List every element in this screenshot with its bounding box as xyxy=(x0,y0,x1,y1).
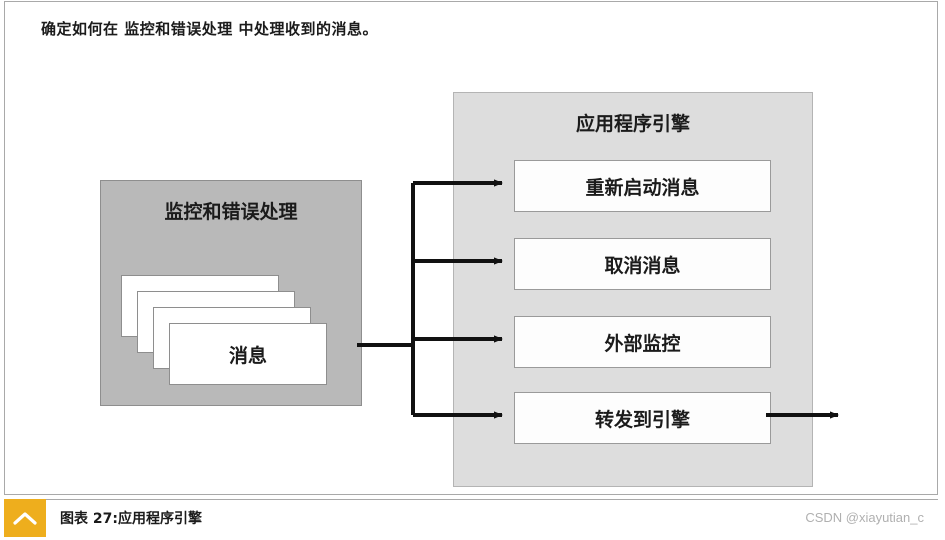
action-box-forward-to-engine: 转发到引擎 xyxy=(514,392,771,444)
caption-text: 图表 27:应用程序引擎 xyxy=(60,511,202,527)
action-box-cancel-message: 取消消息 xyxy=(514,238,771,290)
action-label: 取消消息 xyxy=(604,254,681,277)
message-card-label: 消息 xyxy=(228,344,267,367)
diagram-frame: 确定如何在 监控和错误处理 中处理收到的消息。 监控和错误处理 消息 应用程序引… xyxy=(4,1,938,495)
action-label: 外部监控 xyxy=(604,332,681,355)
intro-text: 确定如何在 监控和错误处理 中处理收到的消息。 xyxy=(41,20,378,38)
watermark: CSDN @xiayutian_c xyxy=(805,510,924,525)
source-container-title: 监控和错误处理 xyxy=(164,201,298,223)
action-box-restart-message: 重新启动消息 xyxy=(514,160,771,212)
message-card-front: 消息 xyxy=(169,323,327,385)
engine-panel: 应用程序引擎 重新启动消息 取消消息 外部监控 转发到引擎 xyxy=(453,92,813,487)
caption-divider xyxy=(46,499,938,500)
caption-bar: 图表 27:应用程序引擎 CSDN @xiayutian_c xyxy=(4,499,938,537)
action-label: 转发到引擎 xyxy=(594,408,690,431)
source-container: 监控和错误处理 消息 xyxy=(100,180,362,406)
chevron-up-icon[interactable] xyxy=(4,499,46,537)
engine-panel-title: 应用程序引擎 xyxy=(575,113,690,135)
message-stack: 消息 xyxy=(121,275,346,385)
action-label: 重新启动消息 xyxy=(585,176,700,199)
action-box-external-monitoring: 外部监控 xyxy=(514,316,771,368)
